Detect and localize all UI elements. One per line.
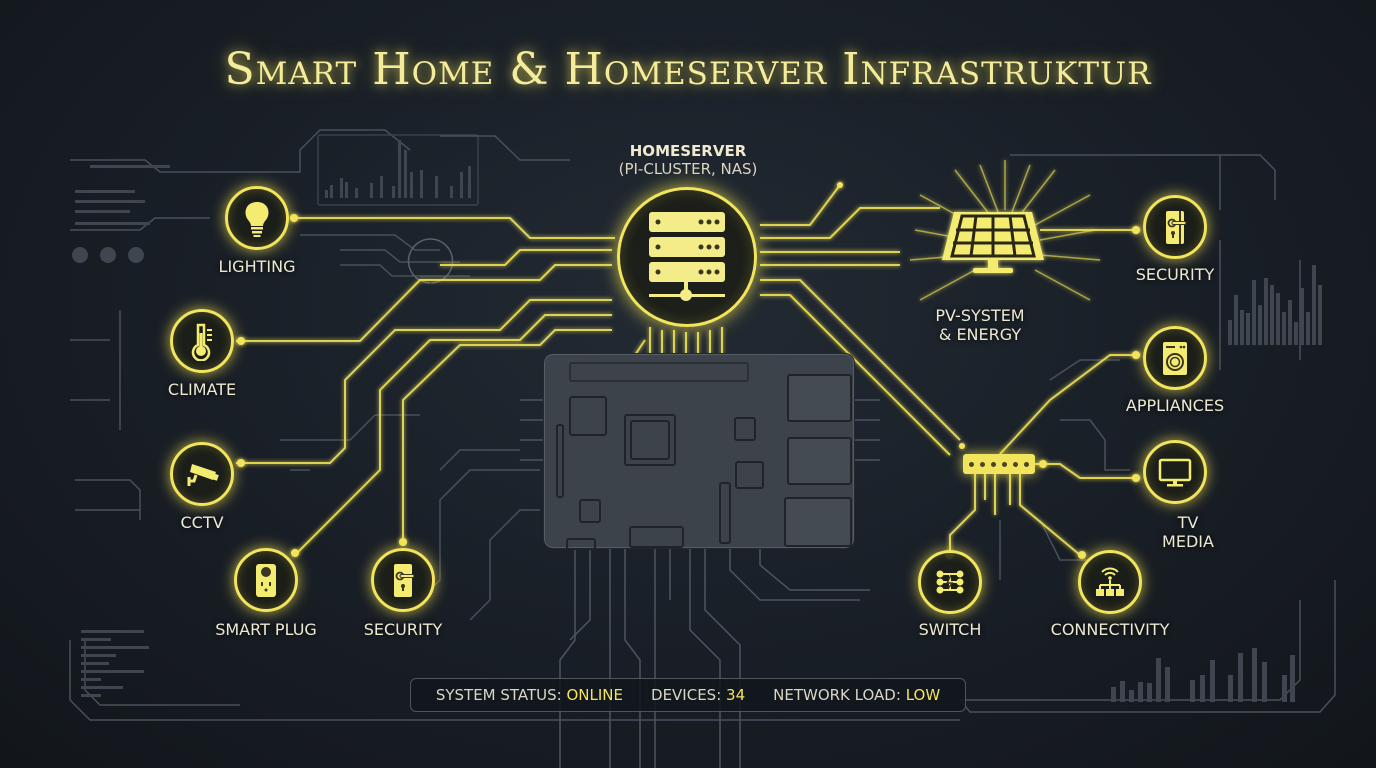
label-smart-plug: SMART PLUG (215, 620, 317, 639)
lightbulb-icon (245, 202, 269, 237)
network-load: NETWORK LOAD: LOW (773, 686, 940, 704)
solar-panel-icon (942, 212, 1044, 273)
thermometer-icon (191, 323, 212, 361)
node-pv-system[interactable] (938, 208, 1048, 278)
node-security-right[interactable] (1143, 195, 1207, 259)
node-lighting[interactable] (225, 186, 289, 250)
label-cctv: CCTV (180, 513, 224, 532)
node-connectivity[interactable] (1078, 550, 1142, 614)
network-load-value: LOW (905, 686, 941, 704)
label-lighting: LIGHTING (218, 257, 296, 276)
door-lock-icon (394, 564, 415, 597)
switch-icon (936, 570, 964, 594)
homeserver-hub[interactable] (617, 187, 757, 327)
page-title: Smart Home & Homeserver Infrastruktur (224, 44, 1152, 95)
label-tv-media-line2: MEDIA (1162, 532, 1214, 551)
hub-title: HOMESERVER (629, 142, 747, 160)
devices-count: DEVICES: 34 (651, 686, 745, 704)
wifi-network-icon (1096, 567, 1124, 596)
node-switch[interactable] (918, 550, 982, 614)
label-connectivity: CONNECTIVITY (1050, 620, 1170, 639)
label-security-left: SECURITY (363, 620, 443, 639)
hub-subtitle: (PI-CLUSTER, NAS) (618, 160, 758, 178)
node-cctv[interactable] (170, 442, 234, 506)
label-pv-system-line1: PV-SYSTEM (935, 306, 1025, 325)
node-tv-media[interactable] (1143, 440, 1207, 504)
server-rack-icon (649, 212, 725, 301)
node-security-left[interactable] (371, 548, 435, 612)
tv-monitor-icon (1158, 458, 1192, 487)
label-appliances: APPLIANCES (1125, 396, 1225, 415)
node-climate[interactable] (170, 309, 234, 373)
raspberry-pi-board (543, 353, 855, 550)
label-security-right: SECURITY (1135, 265, 1215, 284)
door-lock-icon (1166, 211, 1187, 244)
washing-machine-icon (1163, 342, 1187, 375)
devices-label: DEVICES: (651, 686, 722, 704)
network-load-label: NETWORK LOAD: (773, 686, 901, 704)
label-tv-media-line1: TV (1177, 513, 1199, 532)
node-appliances[interactable] (1143, 326, 1207, 390)
smart-plug-icon (256, 564, 276, 597)
label-switch: SWITCH (918, 620, 982, 639)
system-status-label: SYSTEM STATUS: (435, 686, 562, 704)
node-smart-plug[interactable] (234, 548, 298, 612)
devices-value: 34 (726, 686, 746, 704)
system-status-value: ONLINE (566, 686, 624, 704)
label-pv-system-line2: & ENERGY (938, 325, 1022, 344)
security-camera-icon (187, 464, 219, 486)
system-status: SYSTEM STATUS: ONLINE (436, 686, 623, 704)
label-climate: CLIMATE (167, 380, 237, 399)
network-switch-bar (963, 454, 1035, 474)
status-bar: SYSTEM STATUS: ONLINE DEVICES: 34 NETWOR… (410, 678, 966, 712)
